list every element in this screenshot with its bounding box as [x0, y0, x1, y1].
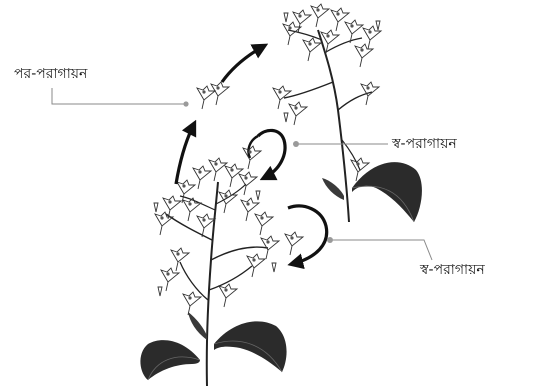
- flower: [243, 146, 261, 169]
- left-plant-leaf-right: [214, 321, 287, 372]
- self-pollination-label-bottom: স্ব-পরাগায়ন: [420, 262, 485, 278]
- flower: [183, 292, 201, 315]
- left-plant-stem: [207, 182, 218, 386]
- flower: [161, 268, 179, 291]
- right-plant: [273, 4, 422, 222]
- flower: [289, 102, 307, 125]
- flower: [311, 4, 329, 27]
- flower: [155, 212, 173, 235]
- flower: [293, 10, 311, 33]
- flower: [239, 172, 257, 195]
- left-plant: [140, 158, 303, 386]
- flower: [255, 212, 273, 235]
- flower: [171, 248, 189, 271]
- right-plant-leaf: [352, 162, 422, 222]
- cross-label-leader: [52, 88, 184, 104]
- self-arrow-top: [258, 130, 285, 178]
- cross-arrow-lower: [176, 124, 194, 184]
- floating-flower: [211, 82, 229, 105]
- self-arrow-bottom: [288, 206, 327, 264]
- flower: [303, 38, 321, 61]
- flower: [355, 44, 373, 67]
- flower: [219, 284, 237, 307]
- left-plant-leaf-left: [140, 340, 200, 380]
- flower: [361, 82, 379, 105]
- flower: [285, 232, 303, 255]
- flower: [283, 22, 301, 45]
- flower: [209, 158, 227, 181]
- flower: [193, 166, 211, 189]
- self-bottom-leader: [333, 240, 432, 260]
- cross-pollination-label: পর-পরাগায়ন: [14, 66, 87, 82]
- self-pollination-top-arrows: [243, 130, 388, 178]
- flower: [163, 196, 181, 219]
- floating-flower: [197, 86, 215, 109]
- flower: [331, 8, 349, 31]
- flower: [247, 254, 265, 277]
- flower: [241, 198, 259, 221]
- self-pollination-label-top: স্ব-পরাগায়ন: [392, 136, 457, 152]
- cross-arrow-upper: [222, 46, 264, 82]
